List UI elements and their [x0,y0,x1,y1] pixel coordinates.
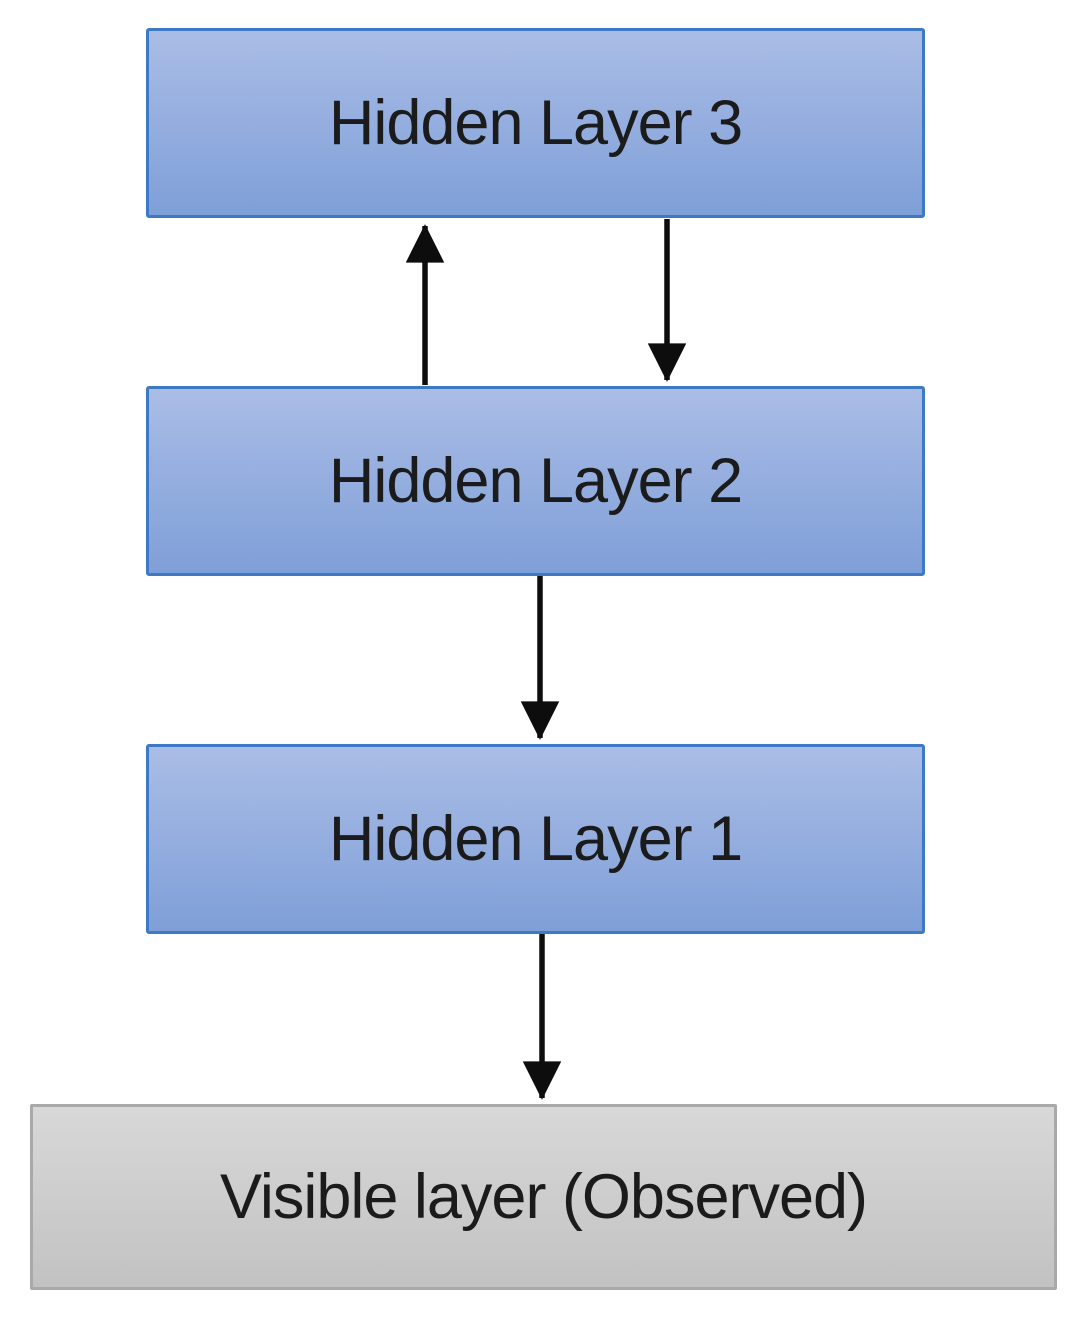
node-hidden-layer-2-label: Hidden Layer 2 [328,446,743,516]
node-hidden-layer-2: Hidden Layer 2 [146,386,925,576]
node-hidden-layer-3-label: Hidden Layer 3 [328,88,743,158]
node-visible-layer: Visible layer (Observed) [30,1104,1057,1290]
node-hidden-layer-1-label: Hidden Layer 1 [328,804,743,874]
node-visible-layer-label: Visible layer (Observed) [219,1162,868,1232]
node-hidden-layer-1: Hidden Layer 1 [146,744,925,934]
node-hidden-layer-3: Hidden Layer 3 [146,28,925,218]
